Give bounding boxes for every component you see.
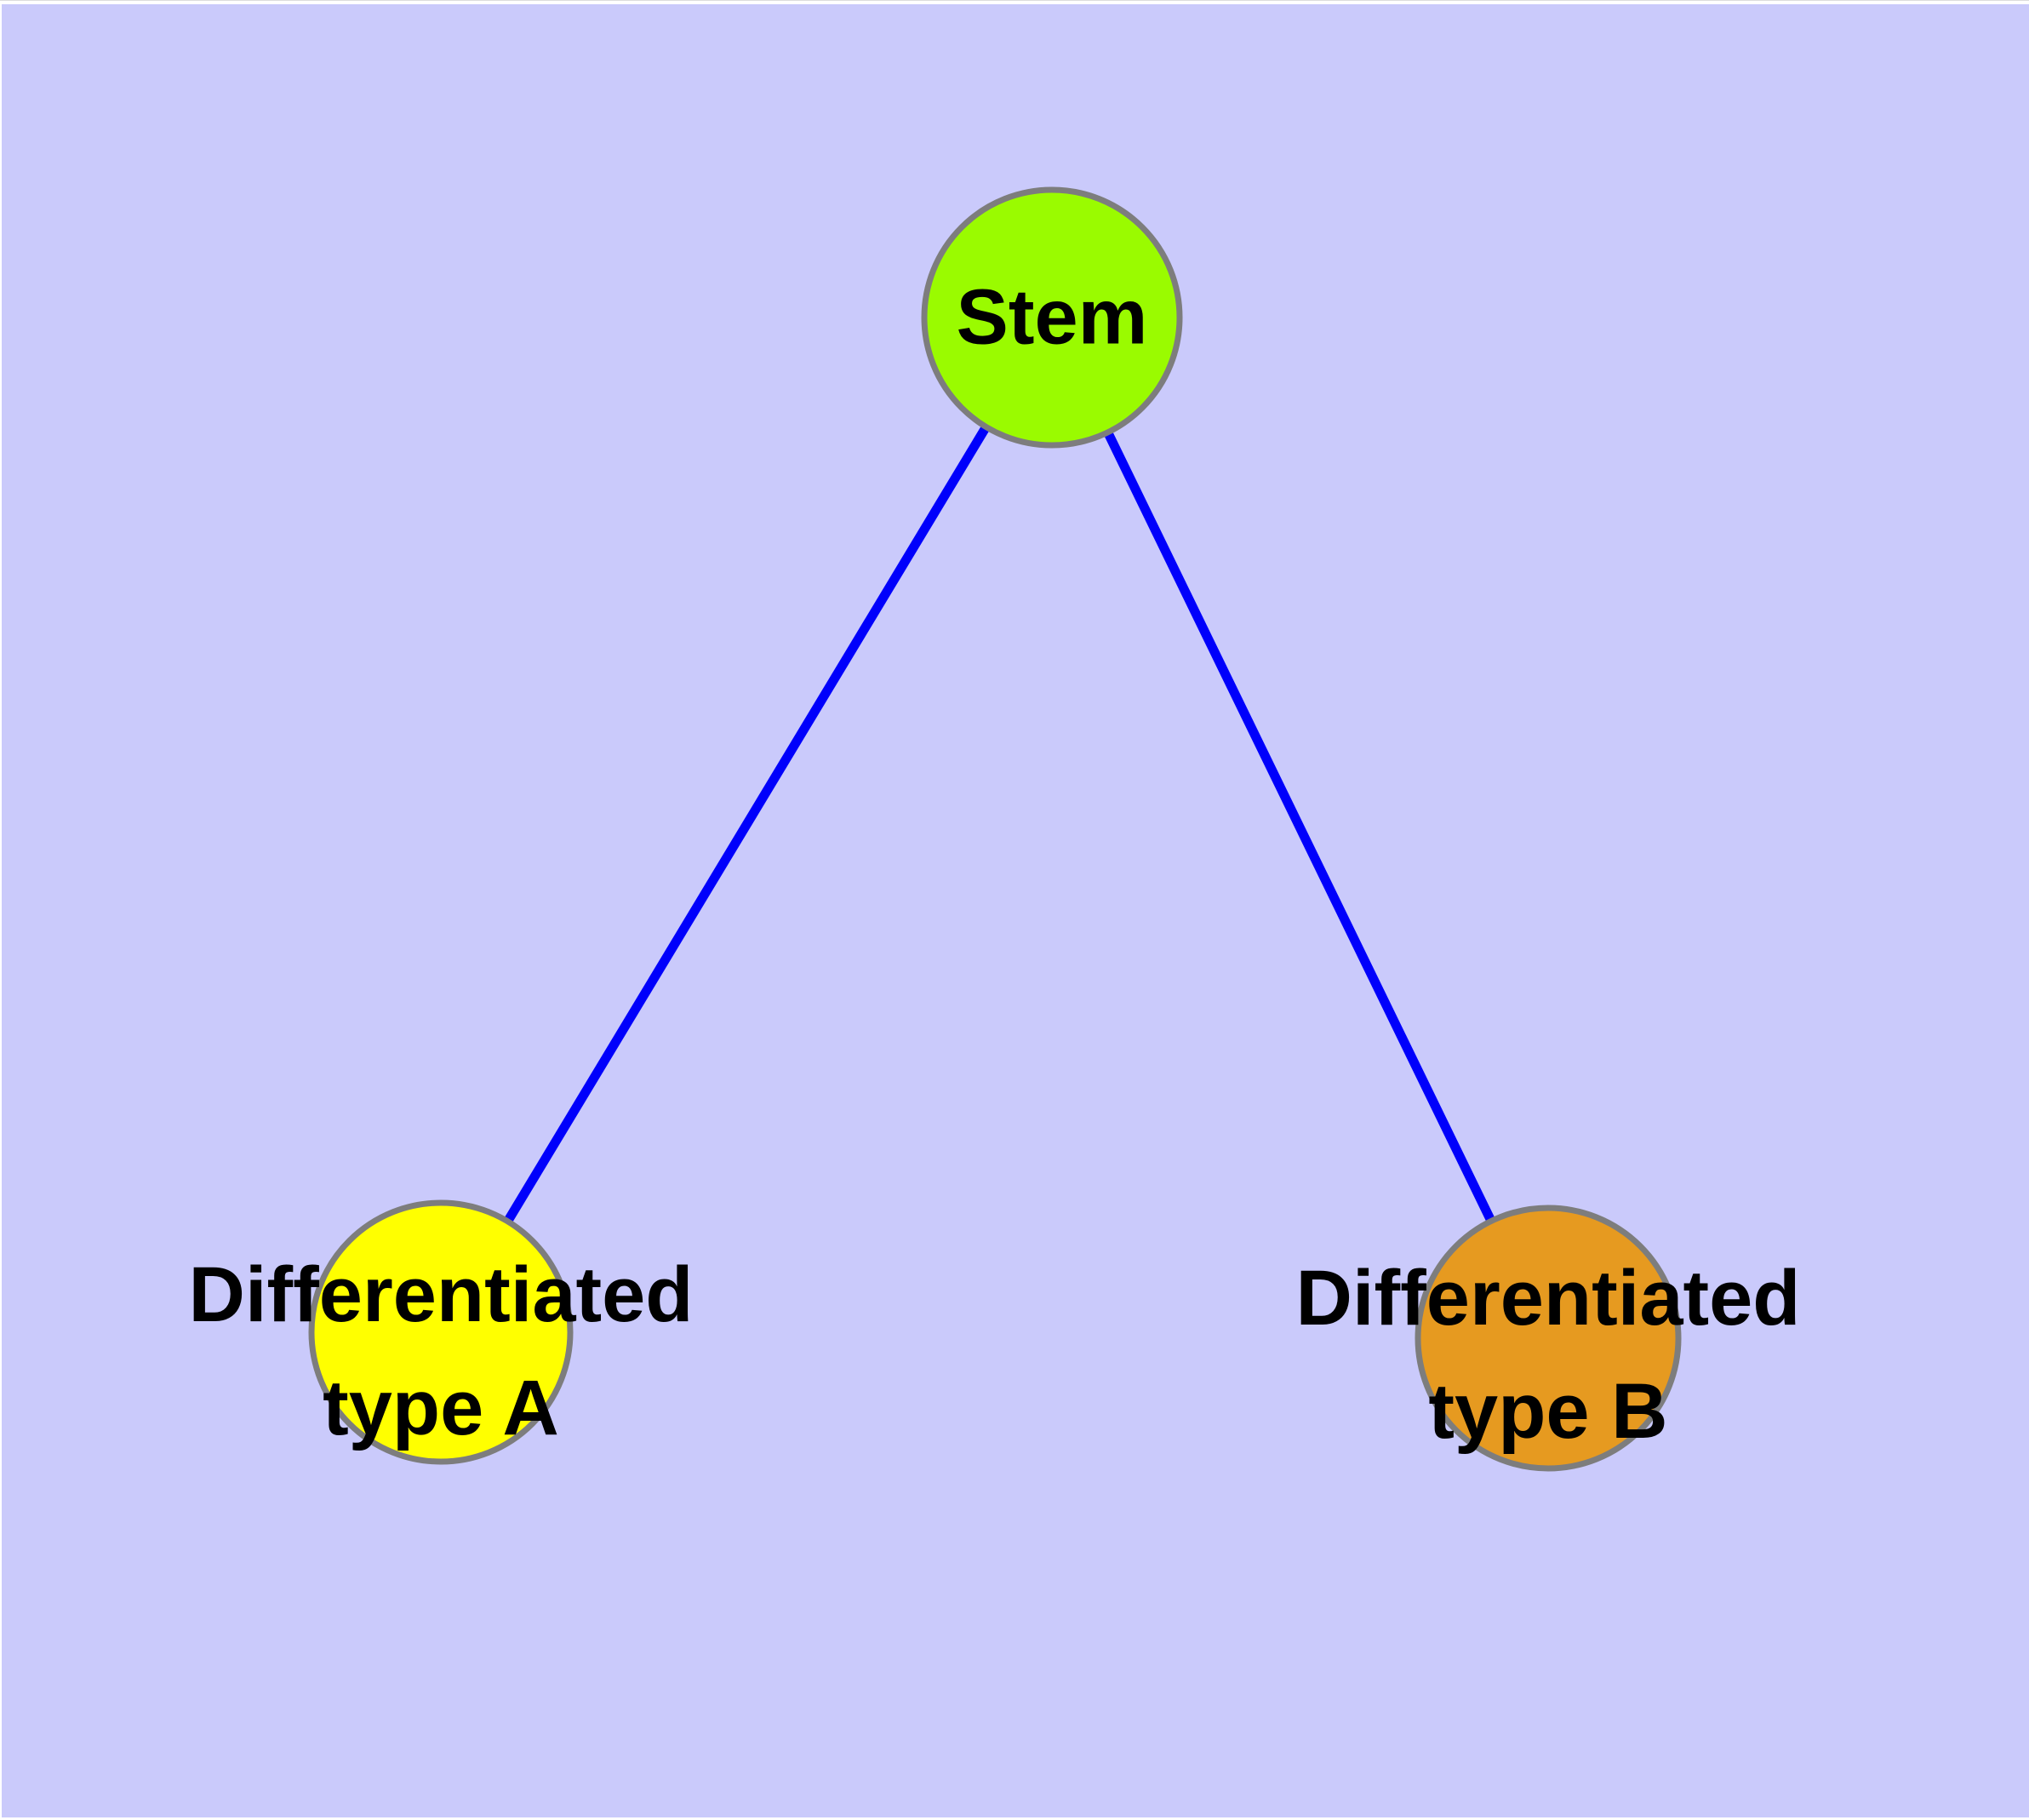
edge-stem-to-type-b [1048, 315, 1552, 1341]
node-type-a-circle [308, 1199, 574, 1465]
node-stem-label: Stem [956, 273, 1148, 361]
node-type-a-label: Differentiated type A [188, 1251, 694, 1451]
window-top-hairline [0, 0, 2029, 1]
node-stem-circle [921, 186, 1183, 449]
edge-stem-to-type-a [437, 315, 1056, 1335]
node-type-b-label: Differentiated type B [1295, 1255, 1801, 1455]
node-type-b-circle [1415, 1205, 1682, 1472]
